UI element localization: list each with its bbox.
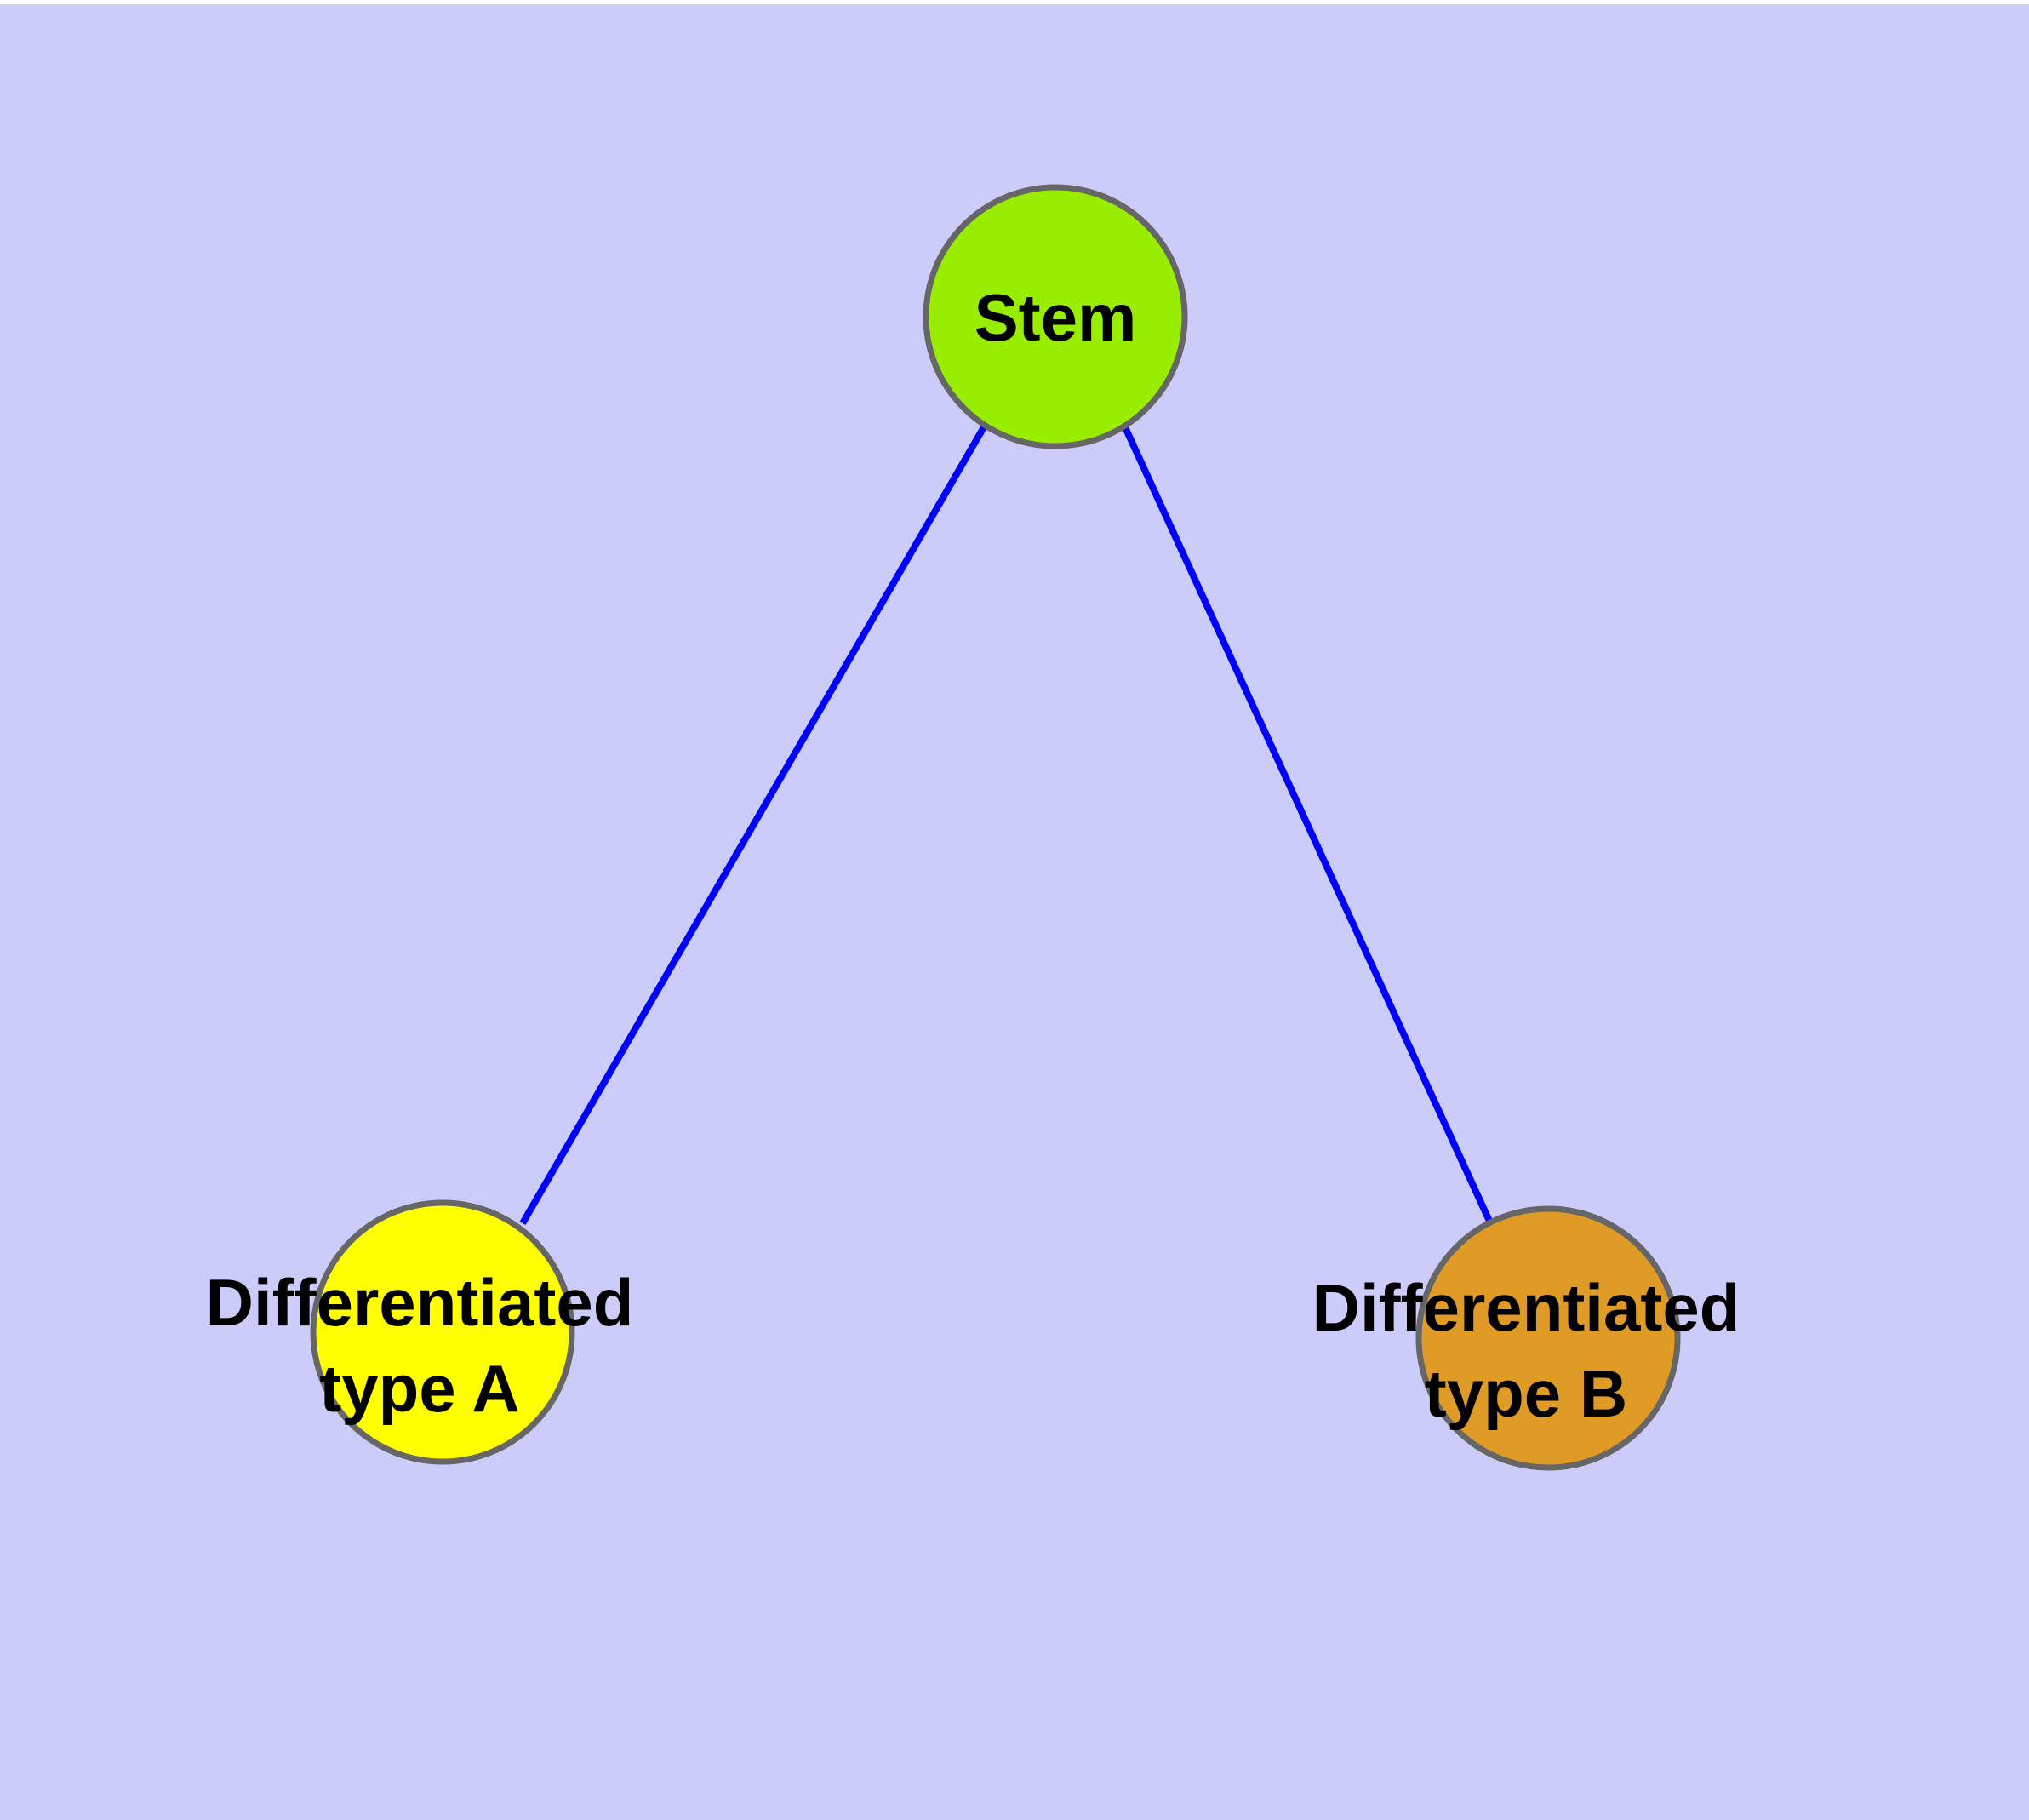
node-label-stem: Stem [974,280,1137,355]
edge-stem-to-differentiated-type-a[interactable] [519,423,988,1226]
labels-layer: Stem Differentiated type A Differentiate… [206,280,1740,1431]
node-label-differentiated-type-a-line2: type A [319,1351,520,1426]
node-label-differentiated-type-b-line1: Differentiated [1312,1270,1740,1345]
node-differentiated-type-a[interactable] [310,1199,575,1465]
node-label-differentiated-type-a-line1: Differentiated [206,1265,634,1340]
nodes-layer [310,184,1681,1471]
node-circle-differentiated-type-a[interactable] [310,1199,575,1465]
node-differentiated-type-b[interactable] [1415,1205,1681,1471]
node-label-differentiated-type-b-line2: type B [1425,1356,1627,1431]
node-stem[interactable] [923,184,1188,449]
edges-layer [519,423,1496,1230]
node-circle-differentiated-type-b[interactable] [1415,1205,1681,1471]
node-circle-stem[interactable] [923,184,1188,449]
edge-stem-to-differentiated-type-b[interactable] [1122,426,1496,1230]
